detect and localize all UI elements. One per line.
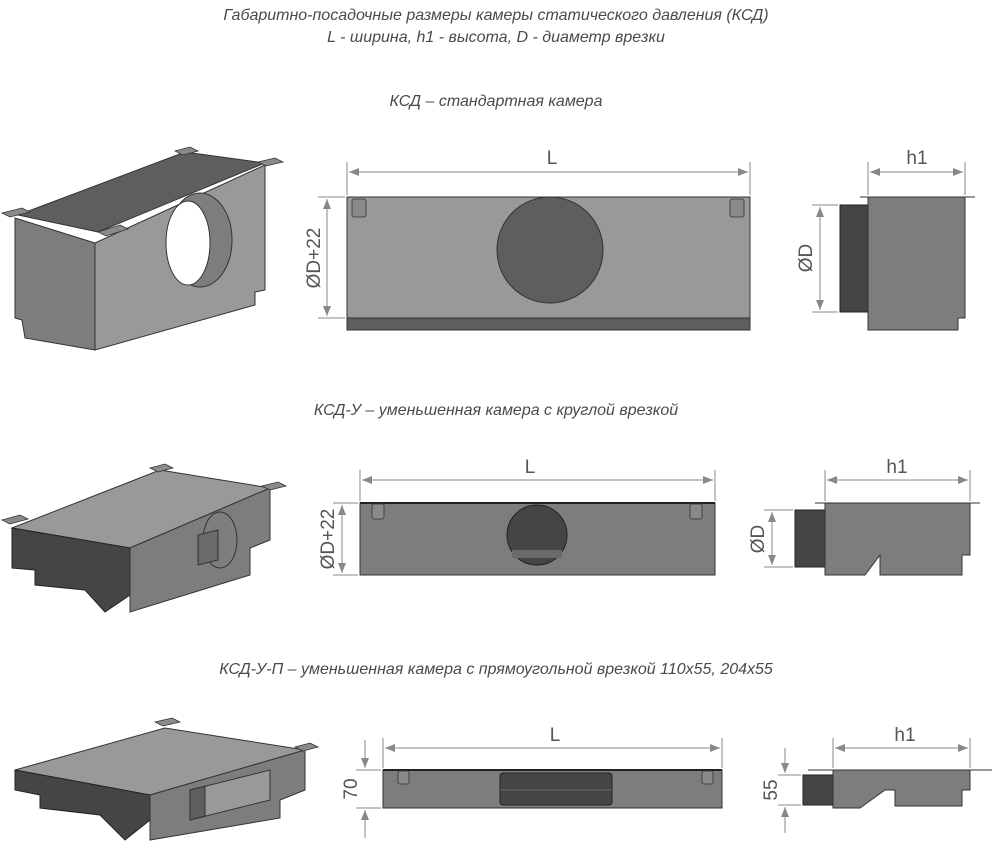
inlet-label: ØD [796, 244, 817, 273]
inlet-label: ØD [748, 525, 769, 554]
title-line1: Габаритно-посадочные размеры камеры стат… [223, 7, 768, 24]
section-title-ksd: КСД – стандартная камера [390, 93, 603, 110]
height-label: ØD+22 [304, 228, 325, 289]
iso-view-ksd-u-p [14, 717, 320, 841]
front-view-ksd-u-p: L 70 [341, 725, 723, 838]
height-label: 70 [341, 778, 362, 799]
width-label: L [525, 457, 536, 478]
side-view-ksd-u: h1 ØD [748, 457, 980, 576]
depth-label: h1 [886, 457, 907, 478]
front-view-ksd: L ØD+22 [304, 148, 751, 331]
depth-label: h1 [906, 148, 927, 169]
title-line2: L - ширина, h1 - высота, D - диаметр вре… [327, 29, 665, 46]
iso-view-ksd-u [0, 463, 288, 613]
depth-label: h1 [894, 725, 915, 746]
side-view-ksd-u-p: h1 55 [761, 725, 992, 833]
section-title-ksd-u: КСД-У – уменьшенная камера с круглой вре… [314, 402, 678, 419]
width-label: L [547, 148, 558, 169]
width-label: L [550, 725, 561, 746]
front-view-ksd-u: L ØD+22 [318, 457, 716, 576]
side-view-ksd: h1 ØD [796, 148, 975, 331]
section-title-ksd-u-p: КСД-У-П – уменьшенная камера с прямоугол… [219, 661, 773, 678]
inlet-label: 55 [761, 779, 782, 800]
iso-view-ksd [0, 146, 285, 351]
height-label: ØD+22 [318, 509, 339, 570]
